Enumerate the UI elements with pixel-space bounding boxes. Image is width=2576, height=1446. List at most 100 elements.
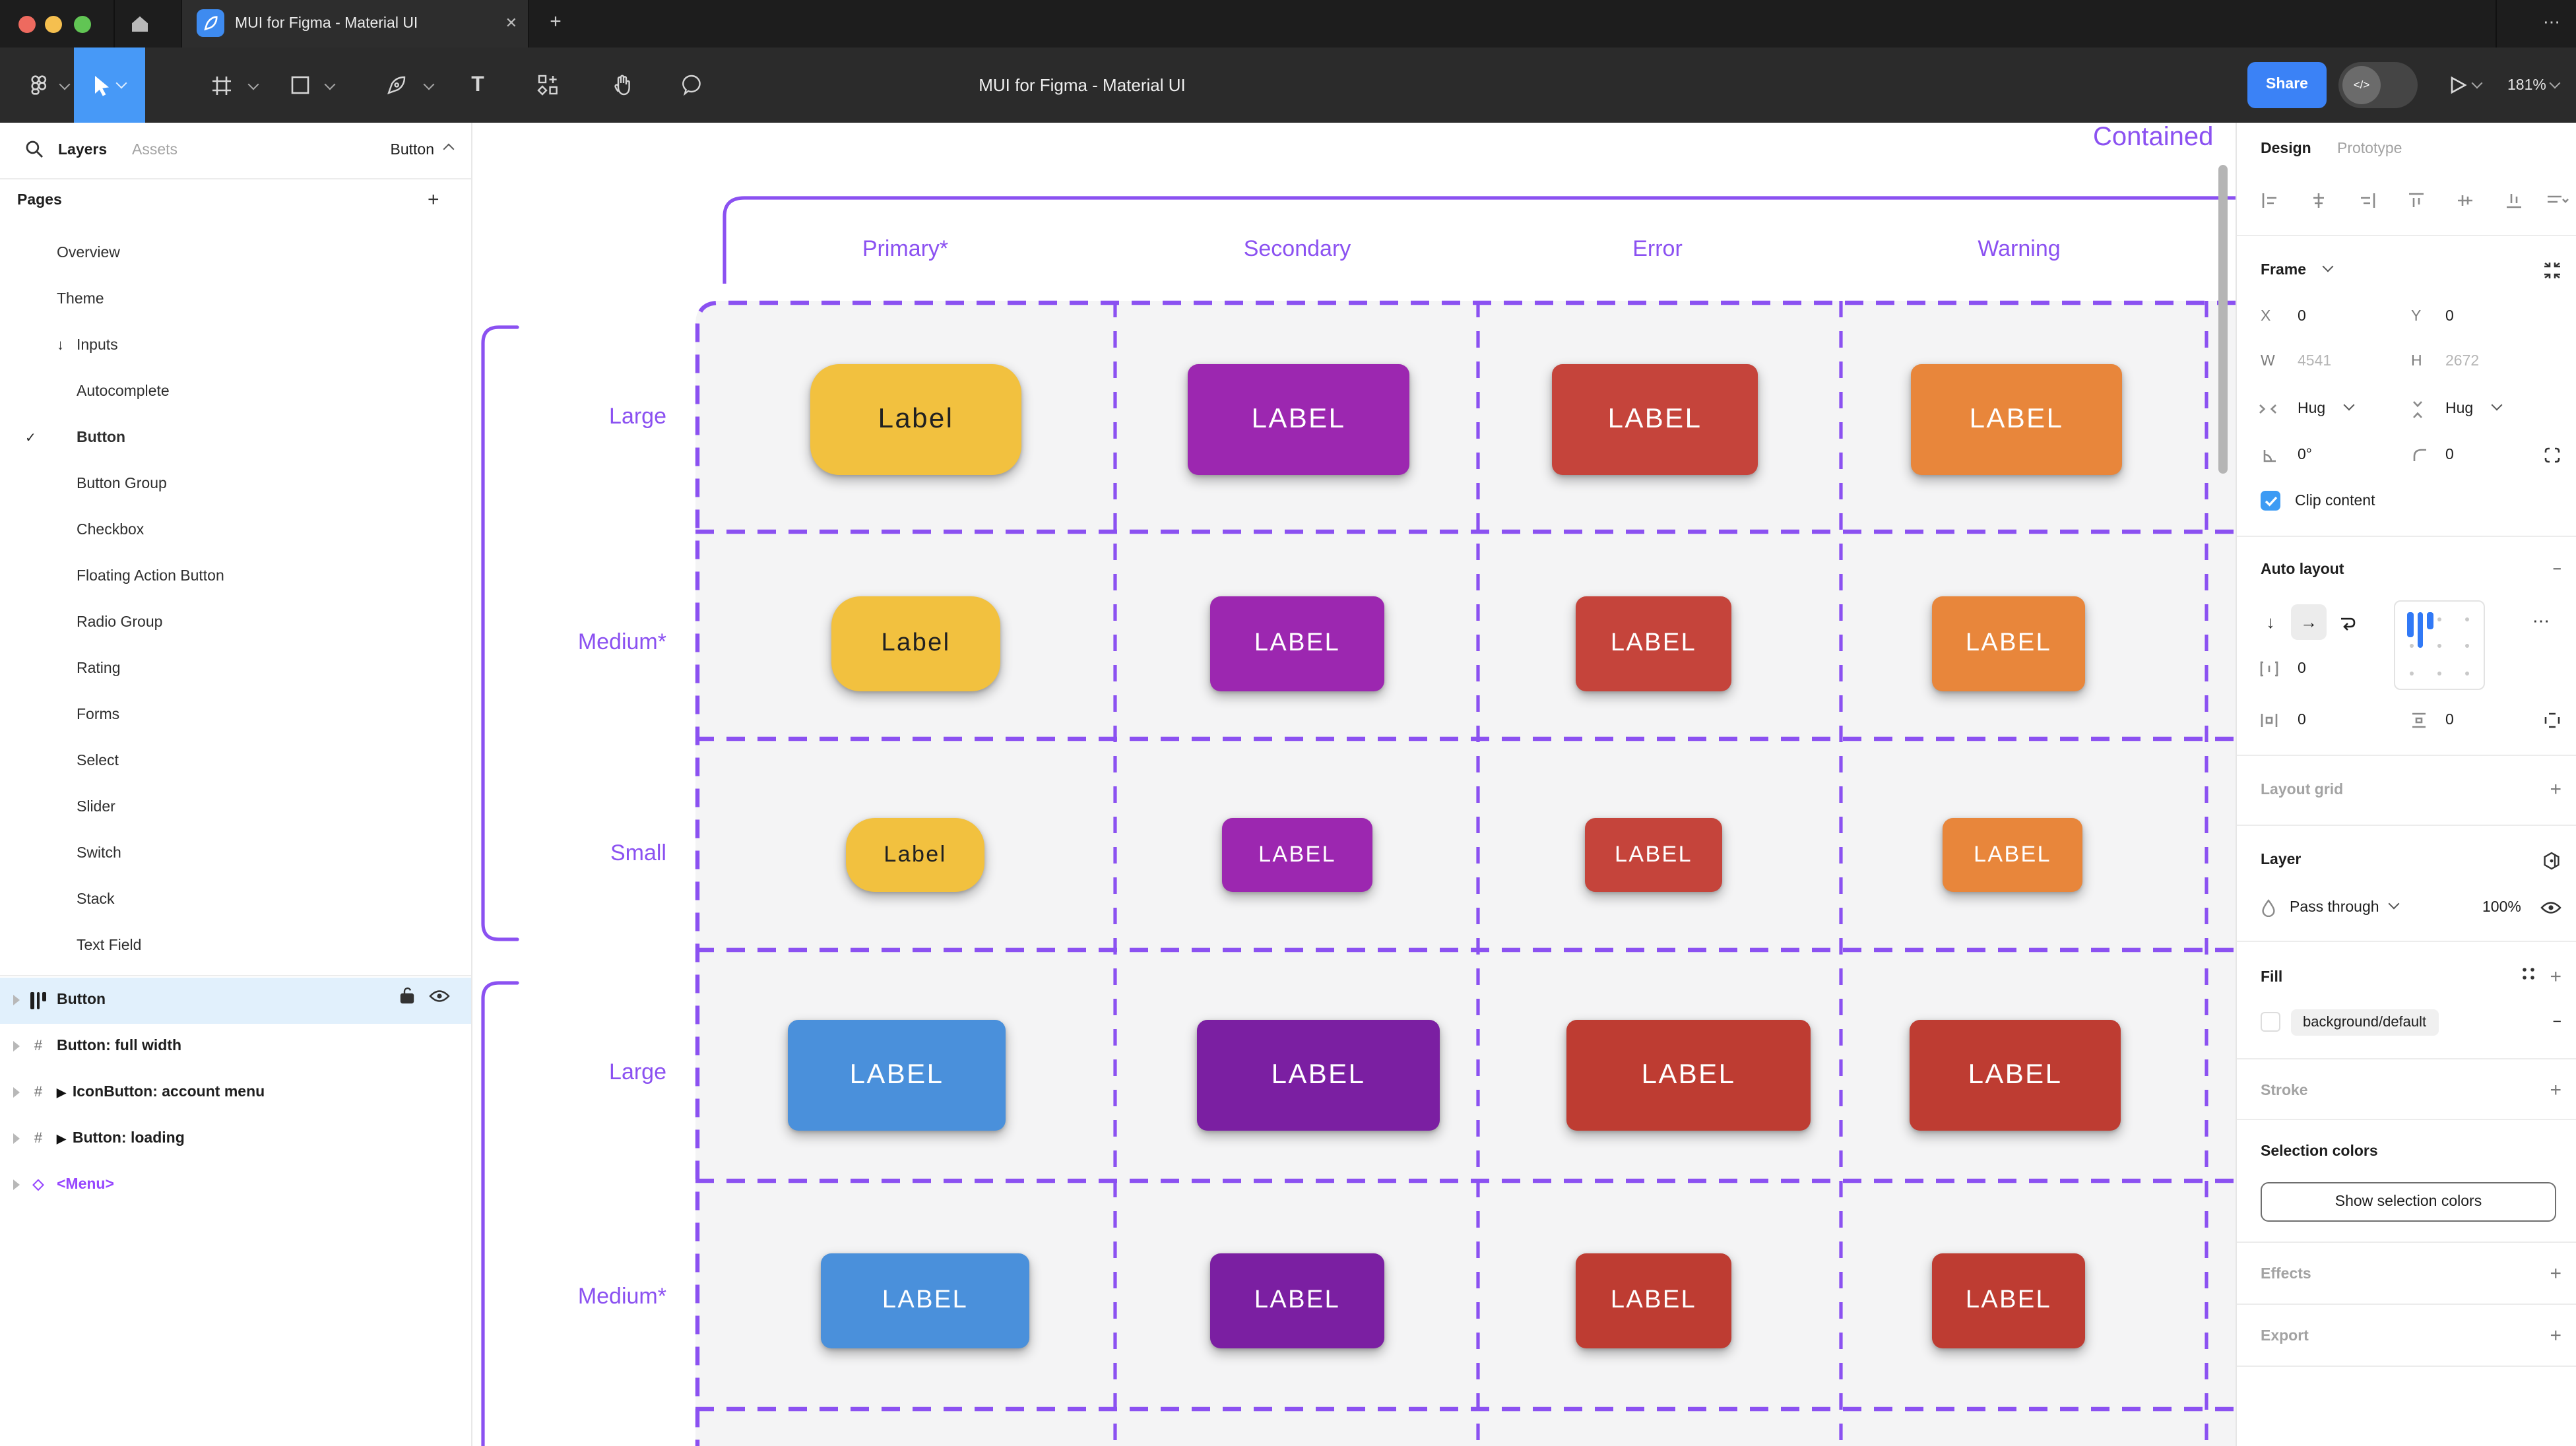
layout-vertical-icon[interactable]: ↓ bbox=[2266, 612, 2275, 631]
canvas-button-r5-c4[interactable]: LABEL bbox=[1932, 1253, 2085, 1348]
width-input[interactable]: 4541 bbox=[2298, 354, 2332, 369]
individual-padding-icon[interactable] bbox=[2543, 706, 2561, 735]
sidebar-page-button-group[interactable]: Button Group bbox=[0, 462, 471, 508]
layer-row-button[interactable]: Button bbox=[0, 978, 471, 1024]
layer-visibility-icon[interactable] bbox=[2540, 893, 2561, 922]
y-input[interactable]: 0 bbox=[2445, 309, 2454, 325]
horizontal-padding-input[interactable]: 0 bbox=[2298, 712, 2306, 728]
vertical-padding-input[interactable]: 0 bbox=[2445, 712, 2454, 728]
layer-row-button-loading[interactable]: #▶Button: loading bbox=[0, 1116, 471, 1162]
hug-horizontal-select[interactable]: Hug bbox=[2298, 401, 2326, 417]
text-tool-icon[interactable]: T bbox=[471, 73, 484, 96]
present-button[interactable] bbox=[2448, 47, 2483, 123]
expand-chevron-icon[interactable] bbox=[13, 1179, 20, 1190]
canvas-button-r4-c2[interactable]: LABEL bbox=[1197, 1020, 1440, 1131]
x-input[interactable]: 0 bbox=[2298, 309, 2306, 325]
file-tab[interactable]: MUI for Figma - Material UI ✕ bbox=[181, 0, 529, 47]
canvas-button-r2-c4[interactable]: LABEL bbox=[1932, 596, 2085, 691]
tab-close-icon[interactable]: ✕ bbox=[505, 16, 517, 32]
add-layout-grid-button[interactable]: + bbox=[2550, 778, 2561, 801]
frame-section-header[interactable]: Frame bbox=[2261, 263, 2307, 278]
canvas-button-r1-c1[interactable]: Label bbox=[810, 364, 1021, 475]
actions-tool-icon[interactable] bbox=[534, 47, 561, 123]
auto-layout-more-icon[interactable]: ⋯ bbox=[2532, 611, 2551, 631]
sidebar-page-slider[interactable]: Slider bbox=[0, 785, 471, 831]
pen-tool-icon[interactable] bbox=[383, 47, 409, 123]
gap-input[interactable]: 0 bbox=[2298, 661, 2306, 677]
canvas-button-r2-c1[interactable]: Label bbox=[831, 596, 1000, 691]
tab-prototype[interactable]: Prototype bbox=[2337, 141, 2402, 157]
canvas-button-r3-c1[interactable]: Label bbox=[846, 818, 984, 892]
share-button[interactable]: Share bbox=[2247, 62, 2327, 108]
sidebar-page-rating[interactable]: Rating bbox=[0, 646, 471, 693]
unlock-icon[interactable] bbox=[399, 978, 416, 1024]
add-fill-button[interactable]: + bbox=[2550, 966, 2561, 988]
frame-tool-icon[interactable] bbox=[209, 47, 235, 123]
new-tab-button[interactable]: + bbox=[550, 11, 562, 33]
zoom-menu[interactable]: 181% bbox=[2507, 47, 2561, 123]
tab-design[interactable]: Design bbox=[2261, 141, 2311, 157]
shape-tool-icon[interactable] bbox=[288, 47, 311, 123]
add-stroke-button[interactable]: + bbox=[2550, 1079, 2561, 1102]
fill-color-swatch[interactable] bbox=[2261, 1012, 2280, 1032]
home-icon[interactable] bbox=[128, 12, 152, 36]
distribute-icon[interactable] bbox=[2546, 191, 2569, 220]
add-effect-button[interactable]: + bbox=[2550, 1263, 2561, 1285]
sidebar-page-theme[interactable]: Theme bbox=[0, 277, 471, 323]
canvas-button-r3-c2[interactable]: LABEL bbox=[1222, 818, 1372, 892]
canvas-button-r5-c1[interactable]: LABEL bbox=[821, 1253, 1029, 1348]
sidebar-page-overview[interactable]: Overview bbox=[0, 231, 471, 277]
main-menu-icon[interactable] bbox=[24, 47, 53, 123]
canvas-button-r2-c2[interactable]: LABEL bbox=[1210, 596, 1384, 691]
sidebar-page-floating-action-button[interactable]: Floating Action Button bbox=[0, 554, 471, 600]
canvas-button-r4-c4[interactable]: LABEL bbox=[1910, 1020, 2121, 1131]
tab-assets[interactable]: Assets bbox=[132, 142, 178, 158]
expand-chevron-icon[interactable] bbox=[13, 1087, 20, 1098]
opacity-input[interactable]: 100% bbox=[2482, 900, 2521, 916]
align-bottom-icon[interactable] bbox=[2505, 191, 2523, 220]
window-more-icon[interactable]: ⋯ bbox=[2543, 12, 2561, 32]
remove-fill-button[interactable]: − bbox=[2552, 1015, 2561, 1030]
comment-tool-icon[interactable] bbox=[678, 47, 705, 123]
dev-mode-toggle[interactable]: </> bbox=[2338, 62, 2418, 108]
sidebar-page-stack[interactable]: Stack bbox=[0, 877, 471, 924]
align-left-icon[interactable] bbox=[2261, 191, 2279, 220]
canvas-button-r5-c3[interactable]: LABEL bbox=[1576, 1253, 1731, 1348]
sidebar-page-text-field[interactable]: Text Field bbox=[0, 924, 471, 970]
visibility-icon[interactable] bbox=[429, 978, 450, 1024]
zoom-window-button[interactable] bbox=[74, 15, 91, 32]
layer-row-button-full-width[interactable]: #Button: full width bbox=[0, 1024, 471, 1070]
frame-title[interactable]: Contained bbox=[2093, 123, 2214, 152]
align-top-icon[interactable] bbox=[2407, 191, 2426, 220]
layer-row--menu-[interactable]: ◇<Menu> bbox=[0, 1162, 471, 1209]
align-right-icon[interactable] bbox=[2358, 191, 2377, 220]
sidebar-page-button[interactable]: ✓Button bbox=[0, 416, 471, 462]
auto-layout-alignment-widget[interactable] bbox=[2394, 600, 2485, 690]
canvas-button-r1-c4[interactable]: LABEL bbox=[1911, 364, 2122, 475]
expand-arrow-icon[interactable]: ↓ bbox=[57, 338, 64, 354]
canvas-button-r2-c3[interactable]: LABEL bbox=[1576, 596, 1731, 691]
remove-auto-layout-button[interactable]: − bbox=[2552, 562, 2561, 578]
sidebar-page-autocomplete[interactable]: Autocomplete bbox=[0, 369, 471, 416]
layout-horizontal-icon[interactable]: → bbox=[2291, 604, 2327, 640]
sidebar-page-radio-group[interactable]: Radio Group bbox=[0, 600, 471, 646]
close-window-button[interactable] bbox=[18, 15, 36, 32]
canvas-button-r1-c3[interactable]: LABEL bbox=[1552, 364, 1758, 475]
canvas-button-r5-c2[interactable]: LABEL bbox=[1210, 1253, 1384, 1348]
align-v-center-icon[interactable] bbox=[2456, 191, 2474, 220]
clip-content-checkbox[interactable] bbox=[2261, 491, 2280, 511]
minimize-window-button[interactable] bbox=[45, 15, 62, 32]
fill-style-name[interactable]: background/default bbox=[2291, 1009, 2439, 1036]
sidebar-page-inputs[interactable]: ↓Inputs bbox=[0, 323, 471, 369]
sidebar-page-checkbox[interactable]: Checkbox bbox=[0, 508, 471, 554]
rotation-input[interactable]: 0° bbox=[2298, 447, 2312, 463]
hand-tool-icon[interactable] bbox=[610, 47, 636, 123]
independent-corners-icon[interactable] bbox=[2543, 441, 2561, 470]
search-icon[interactable] bbox=[25, 140, 44, 165]
canvas-button-r3-c3[interactable]: LABEL bbox=[1585, 818, 1722, 892]
sidebar-page-switch[interactable]: Switch bbox=[0, 831, 471, 877]
expand-chevron-icon[interactable] bbox=[13, 1041, 20, 1052]
hug-vertical-select[interactable]: Hug bbox=[2445, 401, 2474, 417]
height-input[interactable]: 2672 bbox=[2445, 354, 2480, 369]
